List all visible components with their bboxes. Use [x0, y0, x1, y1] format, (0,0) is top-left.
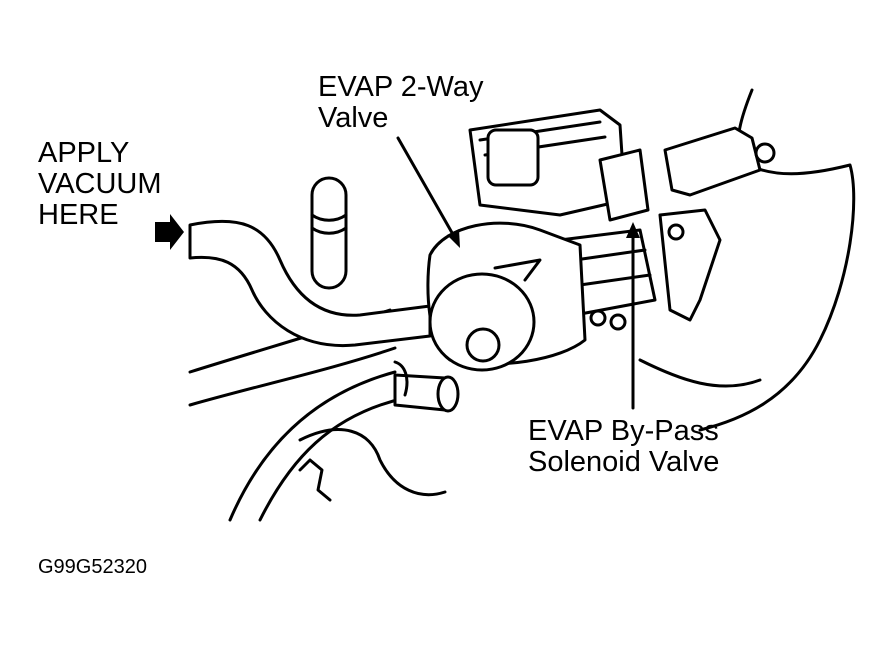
- upper-connector: [486, 128, 540, 187]
- leader-bypass-head: [626, 222, 640, 238]
- evap-bypass-solenoid-label: EVAP By-Pass Solenoid Valve: [528, 416, 719, 478]
- bypass-line-1: EVAP By-Pass: [528, 415, 719, 447]
- valve-port: [465, 327, 501, 363]
- figure-code: G99G52320: [38, 556, 147, 578]
- apply-line-3: HERE: [38, 199, 119, 231]
- bypass-line-2: Solenoid Valve: [528, 446, 720, 478]
- leader-2way-head: [447, 229, 460, 248]
- apply-line-2: VACUUM: [38, 168, 162, 200]
- evap-2way-valve-label: EVAP 2-Way Valve: [318, 72, 483, 134]
- body-outline-lower: [638, 358, 762, 388]
- evap-2way-line-1: EVAP 2-Way: [318, 71, 484, 103]
- vacuum-hose: [188, 219, 432, 348]
- valve-face: [428, 272, 536, 372]
- lower-pipe-1: [228, 370, 397, 522]
- evap-2way-line-2: Valve: [318, 102, 389, 134]
- engine-block-outline: [298, 428, 447, 497]
- lower-pipe-2: [258, 396, 407, 522]
- apply-line-1: APPLY: [38, 137, 130, 169]
- vertical-hose-clamp: [310, 213, 348, 222]
- engine-lower-detail: [298, 458, 332, 502]
- solenoid-bracket: [598, 148, 650, 222]
- right-connector: [663, 126, 762, 197]
- apply-vacuum-label: APPLY VACUUM HERE: [38, 138, 162, 231]
- lower-hose-inner: [188, 346, 397, 407]
- leader-2way: [396, 136, 457, 240]
- right-bolt: [754, 142, 776, 164]
